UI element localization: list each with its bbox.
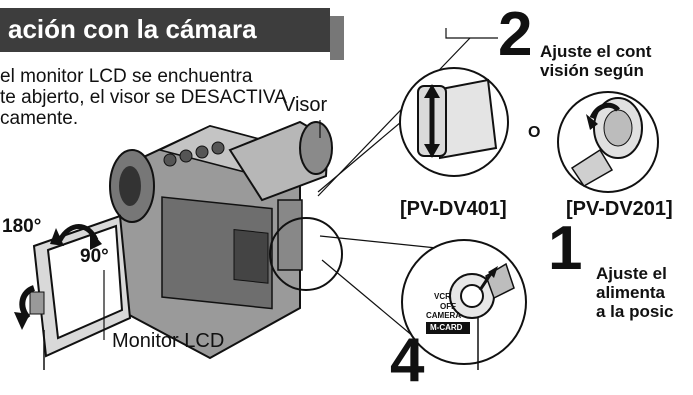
intro-line-3: camente. [0, 108, 79, 129]
intro-line-2: te abjerto, el visor se DESACTIVA [0, 87, 287, 108]
step-1-number: 1 [548, 214, 583, 283]
section-header-bar [0, 8, 344, 60]
step-1-line-3: a la posic [596, 302, 674, 321]
visor-label: Visor [282, 94, 328, 116]
camcorder-drawing [109, 120, 333, 360]
model-pv-dv201-label: [PV-DV201] [566, 198, 673, 220]
switch-highlight-circle [269, 217, 343, 291]
switch-off-label: OFF [440, 302, 456, 311]
angle-180-label: 180° [2, 216, 42, 237]
angle-90-label: 90° [80, 246, 109, 267]
monitor-lcd-label: Monitor LCD [112, 330, 225, 352]
viewfinder-detail-dv401 [399, 67, 509, 177]
section-title: ación con la cámara [8, 14, 257, 44]
switch-vcr-label: VCR [434, 292, 451, 301]
step-1-line-2: alimenta [596, 283, 665, 302]
or-label: O [528, 124, 541, 141]
leader-line [317, 37, 471, 197]
step-2-line-2: visión según [540, 61, 644, 80]
switch-camera-label: CAMERA [426, 311, 462, 320]
intro-text: el monitor LCD se enchuentra te abjerto,… [0, 66, 420, 129]
leader-line [321, 259, 421, 343]
step-4-number: 4 [390, 326, 425, 395]
camcorder-illustration [14, 28, 659, 370]
step-1-line-1: Ajuste el [596, 264, 667, 283]
model-pv-dv401-label: [PV-DV401] [400, 198, 507, 220]
step-2-number: 2 [498, 0, 533, 69]
power-switch-detail [401, 239, 527, 370]
step-2-line-1: Ajuste el cont [540, 42, 652, 61]
switch-mcard-label: M-CARD [430, 323, 463, 332]
intro-line-1: el monitor LCD se enchuentra [0, 66, 253, 87]
viewfinder-detail-dv201 [557, 91, 659, 193]
